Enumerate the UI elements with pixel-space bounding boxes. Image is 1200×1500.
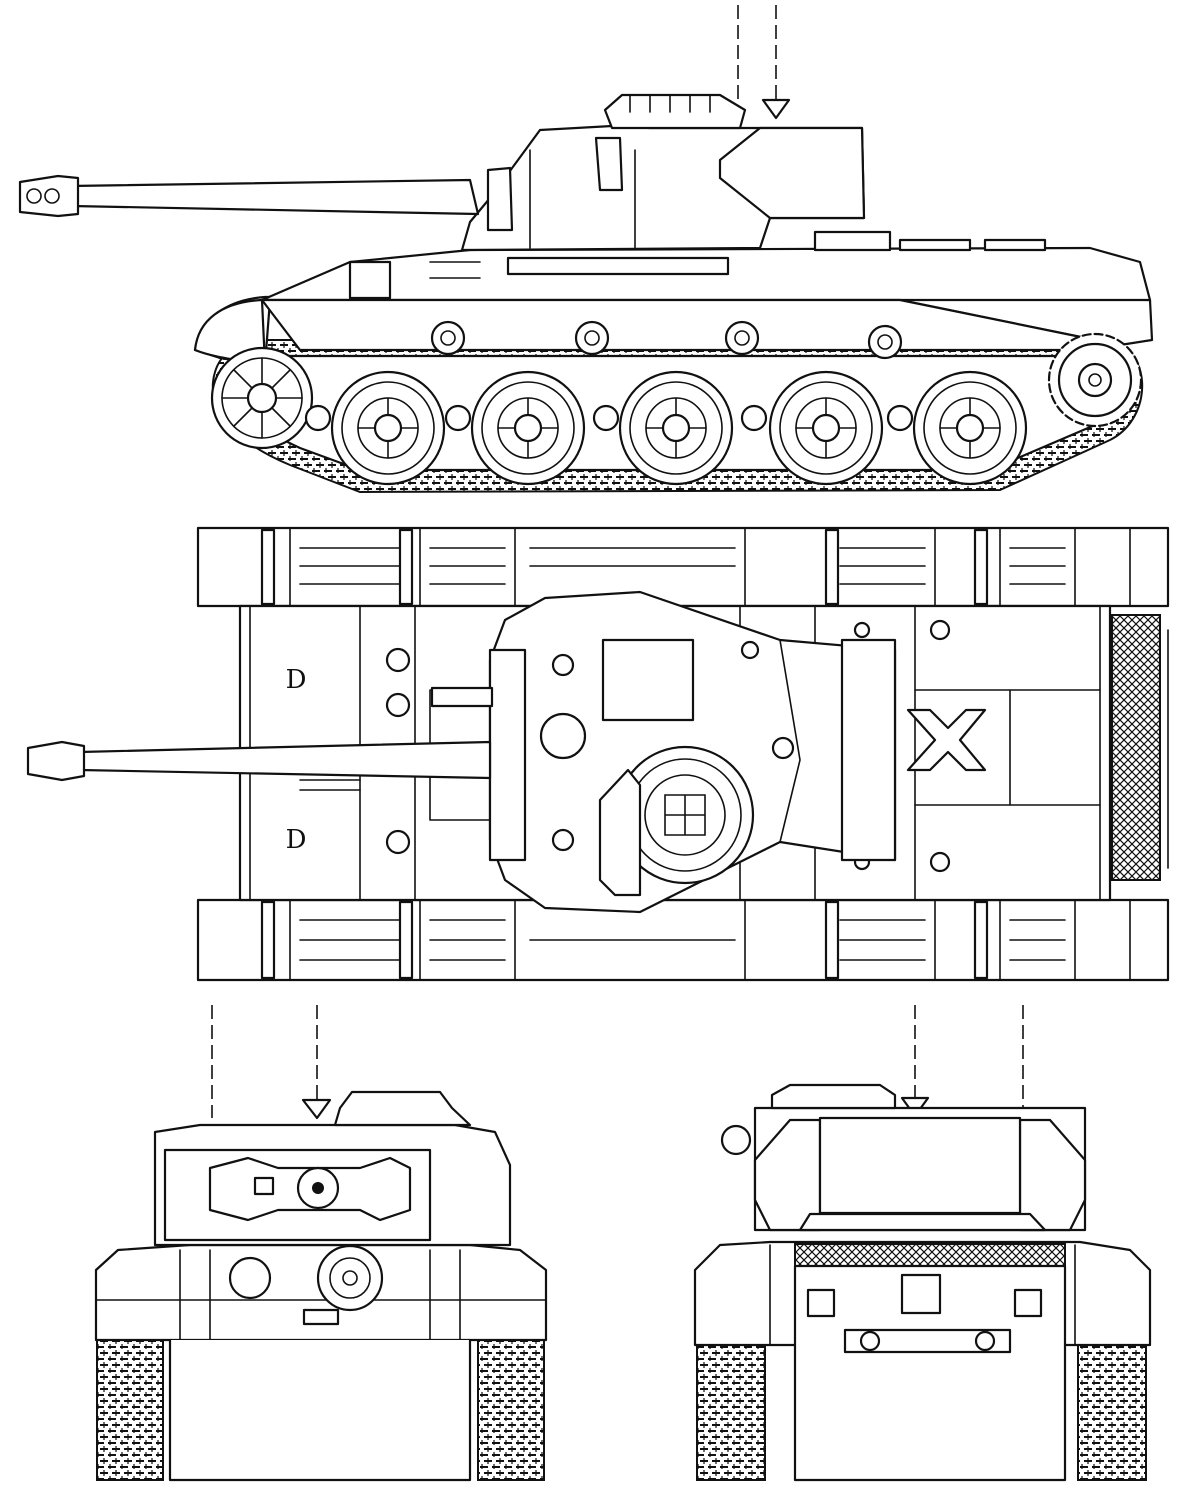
turret-bustle-plate (718, 126, 866, 220)
track-links-lower (260, 899, 1131, 981)
front-cupola (333, 1090, 472, 1127)
turret-vent (539, 712, 587, 760)
suspension-arms (304, 404, 914, 432)
gun-mantlet (486, 166, 514, 232)
top-view: D D (26, 526, 1170, 982)
hull-marking-upper: D (286, 665, 307, 695)
top-gun-barrel (78, 740, 492, 780)
track-links-upper (260, 527, 1131, 607)
rear-exhaust-grille (794, 1243, 1066, 1267)
front-idler (210, 346, 314, 450)
hull-hatches (385, 619, 951, 873)
hull-marking-lower: D (286, 825, 307, 855)
engine-deck-box (813, 230, 892, 252)
drive-sprocket (1047, 332, 1143, 428)
commander-cupola (603, 93, 747, 130)
road-wheel (330, 370, 446, 486)
front-hull-hatch (316, 1244, 384, 1312)
stowage-bin (506, 256, 730, 276)
rear-tow-bar (843, 1328, 1012, 1354)
hull-markings: D D (286, 665, 307, 855)
rear-cupola (770, 1083, 897, 1110)
turret-front-plate (488, 648, 527, 862)
turret-bustle-top (840, 638, 897, 862)
road-wheel (912, 370, 1028, 486)
rear-stowage-box (900, 1273, 942, 1315)
top-track-upper (196, 526, 1170, 608)
front-mudguard (193, 298, 267, 367)
road-wheels (330, 370, 1028, 486)
road-wheel (470, 370, 586, 486)
loader-hatch (601, 638, 695, 722)
rear-track-right (1077, 1344, 1147, 1481)
return-rollers (430, 320, 903, 360)
front-view (94, 1005, 548, 1482)
road-wheel (768, 370, 884, 486)
rear-tow-bracket (906, 708, 987, 772)
top-muzzle-brake (26, 740, 86, 782)
side-view (18, 5, 1154, 494)
muzzle-brake (18, 174, 80, 218)
rear-lamp (720, 1124, 752, 1156)
engine-grille (1111, 614, 1161, 881)
rear-turret-bustle (818, 1116, 1022, 1215)
headlamp-box (348, 260, 392, 300)
side-gun-barrel (68, 178, 480, 216)
rear-view (693, 1005, 1152, 1482)
road-wheel (618, 370, 734, 486)
front-track-right (477, 1339, 545, 1481)
front-track-left (96, 1339, 164, 1481)
antenna-base (761, 98, 791, 120)
rear-track-left (696, 1344, 766, 1481)
